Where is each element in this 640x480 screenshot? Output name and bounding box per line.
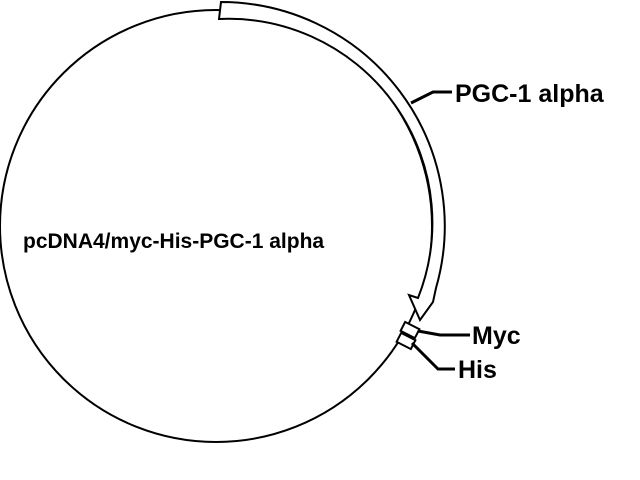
insert-leader-line: [410, 90, 452, 105]
myc-tag-label: Myc: [472, 322, 521, 350]
myc-tag-box: [399, 320, 421, 340]
plasmid-name-label: pcDNA4/myc-His-PGC-1 alpha: [23, 230, 324, 253]
insert-arrow: [217, 0, 446, 323]
insert-label: PGC-1 alpha: [455, 80, 605, 108]
myc-leader-line: [417, 329, 470, 337]
plasmid-backbone-circle: [0, 9, 433, 443]
his-tag-label: His: [458, 356, 497, 384]
his-leader-line: [410, 341, 455, 371]
